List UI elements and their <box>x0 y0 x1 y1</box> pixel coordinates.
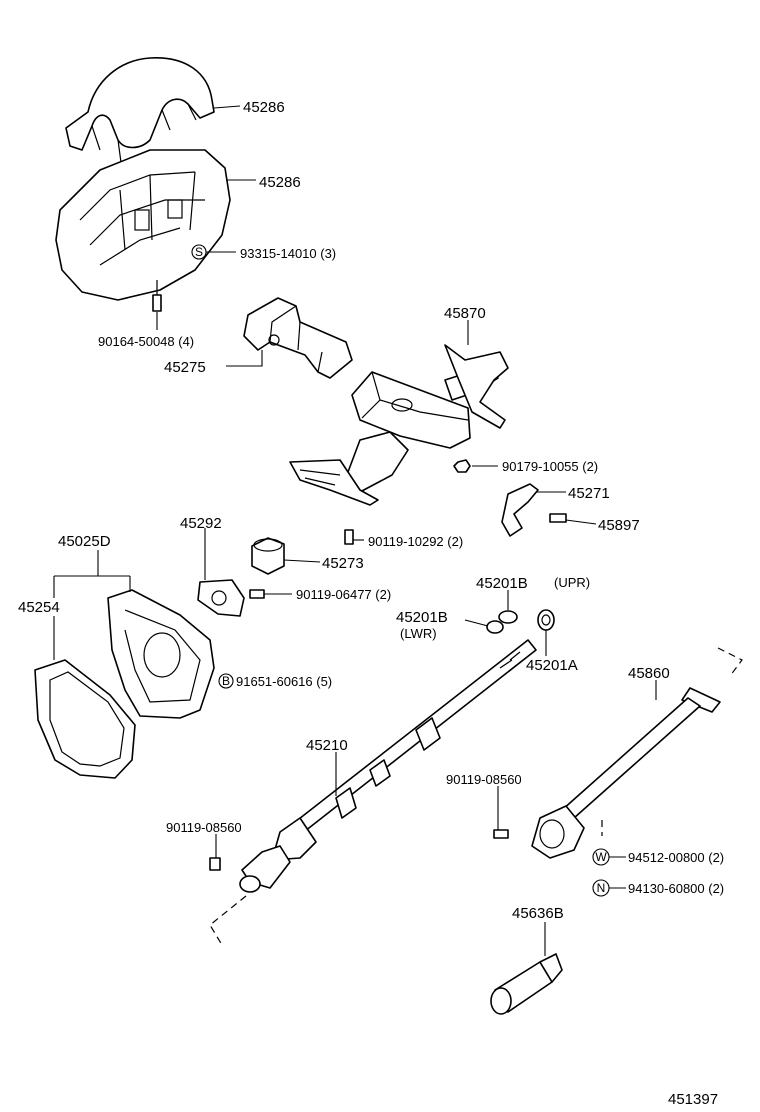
label-upr-note: (UPR) <box>554 575 590 590</box>
label-45025D: 45025D <box>58 533 111 550</box>
label-90179-10055: 90179-10055 (2) <box>502 459 598 474</box>
label-45286-upper: 45286 <box>243 99 285 116</box>
label-90164-50048: 90164-50048 (4) <box>98 334 194 349</box>
label-90119-08560-left: 90119-08560 <box>166 820 242 835</box>
label-90119-10292: 90119-10292 (2) <box>368 534 463 549</box>
label-45273: 45273 <box>322 555 364 572</box>
label-90119-06477: 90119-06477 (2) <box>296 587 391 602</box>
intermediate-shaft <box>531 687 721 859</box>
intermediate-shaft-dashed-line <box>717 647 743 677</box>
shaft-bolt-icon-right <box>493 829 509 839</box>
stay-bolt-icon <box>549 513 567 523</box>
label-45275: 45275 <box>164 359 206 376</box>
label-45292: 45292 <box>180 515 222 532</box>
upper-column-cover <box>65 57 215 171</box>
column-hole-cover-plate <box>197 579 245 617</box>
column-bracket-upper <box>243 297 353 379</box>
bracket-nut-icon <box>453 459 471 473</box>
hole-cover-seal <box>34 659 136 779</box>
label-45636B: 45636B <box>512 905 564 922</box>
badge-s: S <box>195 245 203 259</box>
cover-screw-icon <box>152 280 162 312</box>
badge-w: W <box>595 850 607 864</box>
bracket-bolt-icon <box>344 529 354 545</box>
label-94512-00800: 94512-00800 (2) <box>628 850 724 865</box>
steering-main-shaft <box>239 639 537 893</box>
steering-column-assembly <box>289 344 509 506</box>
snap-ring-upper <box>498 610 518 624</box>
snap-ring-lower <box>486 620 504 634</box>
plate-bolt-icon <box>249 589 265 599</box>
label-lwr-note: (LWR) <box>400 626 437 641</box>
badge-b-icon <box>218 673 234 689</box>
label-94130-60800: 94130-60800 (2) <box>628 881 724 896</box>
label-45897: 45897 <box>598 517 640 534</box>
label-45210: 45210 <box>306 737 348 754</box>
label-45870: 45870 <box>444 305 486 322</box>
badge-n: N <box>597 881 606 895</box>
diagram-number: 451397 <box>668 1091 718 1108</box>
label-45286-lower: 45286 <box>259 174 301 191</box>
label-45271: 45271 <box>568 485 610 502</box>
leader-lines <box>53 105 657 956</box>
column-bush <box>251 537 285 575</box>
label-90119-08560-right: 90119-08560 <box>446 772 522 787</box>
label-91651-60616: 91651-60616 (5) <box>236 674 332 689</box>
main-shaft-dashed-line <box>209 895 247 946</box>
badge-b: B <box>222 674 230 688</box>
label-45860: 45860 <box>628 665 670 682</box>
column-stay <box>501 483 539 537</box>
label-45201B-lwr: 45201B <box>396 609 448 626</box>
intermediate-shaft-cover <box>490 953 563 1015</box>
label-45201A: 45201A <box>526 657 578 674</box>
shaft-bolt-icon-left <box>209 857 221 871</box>
column-bearing <box>537 609 555 631</box>
column-hole-cover <box>107 589 215 719</box>
lower-column-cover <box>55 149 231 301</box>
label-45201B-upr: 45201B <box>476 575 528 592</box>
label-45254: 45254 <box>18 599 60 616</box>
label-93315-14010: 93315-14010 (3) <box>240 246 336 261</box>
